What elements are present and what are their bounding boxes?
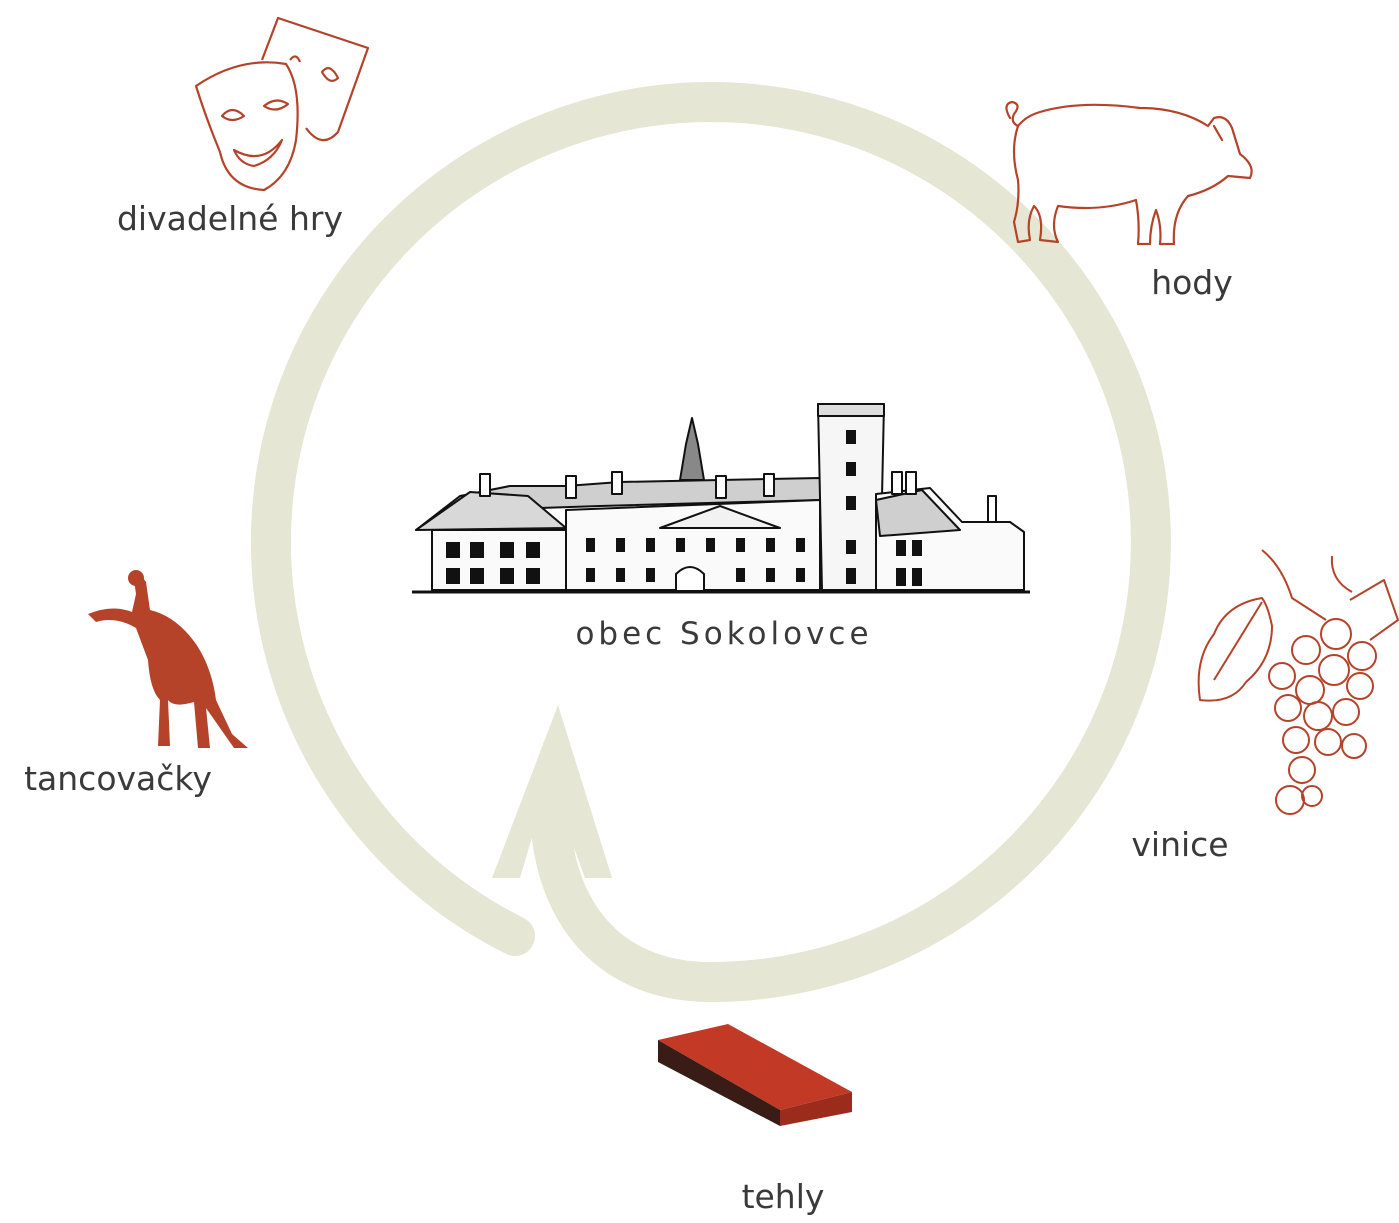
brick-icon: [658, 1024, 852, 1126]
label-tancovacky: tancovačky: [24, 759, 212, 798]
cycle-arrow: [250, 82, 1171, 1003]
cycle-arrowhead: [492, 705, 612, 878]
label-divadelne-hry: divadelné hry: [117, 199, 343, 238]
center-label: obec Sokolovce: [575, 616, 872, 652]
pig-icon: [1005, 100, 1253, 246]
manor-house-illustration: [412, 403, 1030, 594]
grapes-icon: [1197, 549, 1399, 815]
label-vinice: vinice: [1131, 825, 1228, 864]
cycle-ring: [250, 82, 1171, 1003]
label-tehly: tehly: [742, 1177, 825, 1216]
label-hody: hody: [1151, 263, 1233, 302]
dancers-icon: [88, 570, 248, 748]
theatre-masks-icon: [194, 16, 370, 192]
